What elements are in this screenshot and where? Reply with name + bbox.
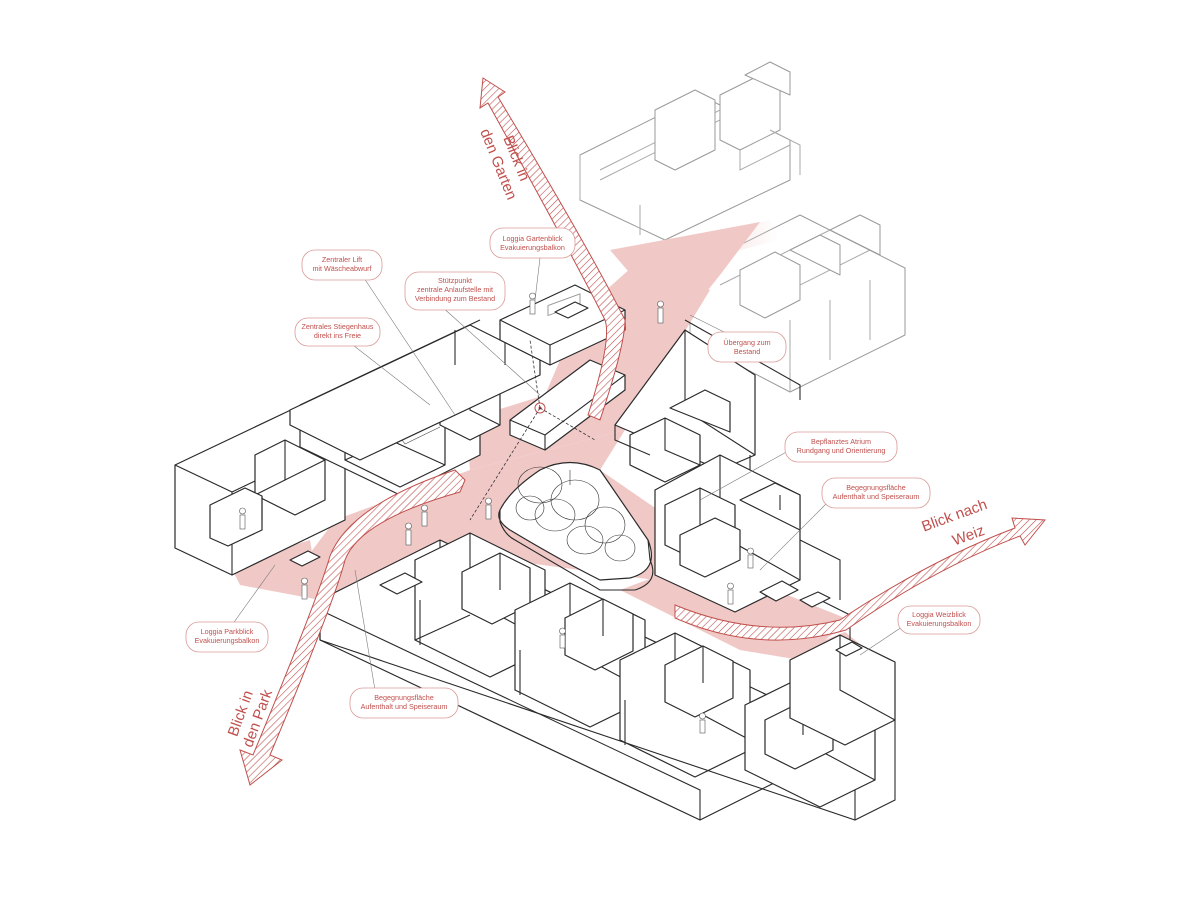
label-begegnungsflaeche-ost: Begegnungsfläche Aufenthalt und Speisera… bbox=[821, 477, 931, 509]
label-stuetzpunkt: Stützpunkt zentrale Anlaufstelle mit Ver… bbox=[404, 271, 506, 311]
label-line: direkt ins Freie bbox=[314, 331, 361, 340]
label-begegnungsflaeche-sued: Begegnungsfläche Aufenthalt und Speisera… bbox=[349, 687, 459, 719]
connection-lines bbox=[469, 339, 596, 521]
west-wing bbox=[174, 319, 541, 576]
label-line: Loggia Weizblick bbox=[912, 610, 966, 619]
label-line: Loggia Gartenblick bbox=[503, 234, 563, 243]
label-zentrales-stiegenhaus: Zentrales Stiegenhaus direkt ins Freie bbox=[294, 317, 381, 347]
label-line: Loggia Parkblick bbox=[201, 627, 254, 636]
arrow-park-icon bbox=[239, 469, 466, 786]
arrow-weiz-icon bbox=[674, 517, 1046, 641]
label-line: Evakuierungsbalkon bbox=[500, 243, 565, 252]
label-line: Stützpunkt bbox=[438, 276, 472, 285]
label-line: Evakuierungsbalkon bbox=[195, 636, 260, 645]
label-loggia-parkblick: Loggia Parkblick Evakuierungsbalkon bbox=[185, 621, 269, 653]
label-line: Zentrales Stiegenhaus bbox=[302, 322, 374, 331]
label-line: Bepflanztes Atrium bbox=[811, 437, 871, 446]
arrow-garden-label: Blick in den Garten bbox=[476, 126, 533, 202]
label-line: Zentraler Lift bbox=[322, 255, 362, 264]
label-bepflanztes-atrium: Bepflanztes Atrium Rundgang und Orientie… bbox=[784, 431, 898, 463]
label-line: Aufenthalt und Speiseraum bbox=[361, 702, 448, 711]
label-line: Aufenthalt und Speiseraum bbox=[833, 492, 920, 501]
label-line: Evakuierungsbalkon bbox=[907, 619, 972, 628]
label-loggia-weizblick: Loggia Weizblick Evakuierungsbalkon bbox=[897, 605, 981, 635]
arrow-weiz-label: Blick nach Weiz bbox=[919, 496, 989, 549]
south-wing bbox=[319, 532, 896, 821]
east-wing bbox=[614, 319, 851, 640]
tree-icon bbox=[515, 466, 636, 562]
label-line: Verbindung zum Bestand bbox=[415, 294, 495, 303]
label-uebergang: Übergang zum Bestand bbox=[707, 331, 787, 363]
planted-atrium bbox=[498, 461, 654, 591]
furniture-and-people bbox=[239, 292, 863, 734]
label-line: Begegnungsfläche bbox=[374, 693, 434, 702]
label-line: zentrale Anlaufstelle mit bbox=[417, 285, 493, 294]
label-line: mit Wäscheabwurf bbox=[312, 264, 371, 273]
label-line: Rundgang und Orientierung bbox=[797, 446, 886, 455]
central-service-core bbox=[509, 359, 626, 451]
leader-lines bbox=[231, 257, 906, 691]
label-zentraler-lift: Zentraler Lift mit Wäscheabwurf bbox=[301, 249, 383, 281]
north-loggia bbox=[499, 284, 626, 366]
label-line: Begegnungsfläche bbox=[846, 483, 906, 492]
label-line: Übergang zum bbox=[723, 338, 770, 347]
label-loggia-gartenblick: Loggia Gartenblick Evakuierungsbalkon bbox=[489, 227, 576, 259]
label-line: Bestand bbox=[734, 347, 760, 356]
view-arrows bbox=[239, 77, 1046, 786]
